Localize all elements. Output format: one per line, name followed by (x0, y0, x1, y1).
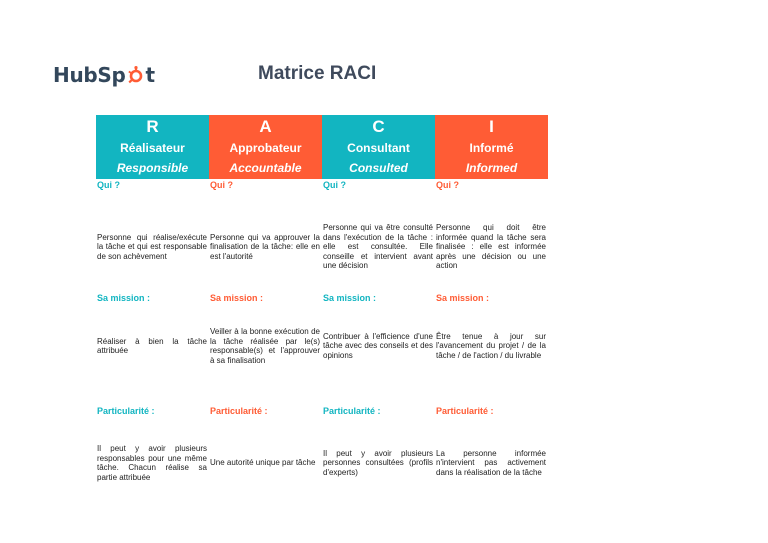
header-informed: I Informé Informed (435, 115, 548, 179)
special-text: Il peut y avoir plusieurs responsables p… (97, 444, 207, 482)
header-role-en: Accountable (229, 161, 302, 175)
column-consulted: Qui ? Personne qui va être consulté dans… (322, 179, 435, 489)
header-role-en: Consulted (349, 161, 408, 175)
header-consulted: C Consultant Consulted (322, 115, 435, 179)
special-text: Il peut y avoir plusieurs personnes cons… (323, 448, 433, 477)
who-text: Personne qui va approuver la finalisatio… (210, 232, 320, 261)
matrix-body: Qui ? Personne qui réalise/exécute la tâ… (96, 179, 548, 489)
who-label: Qui ? (97, 180, 120, 190)
special-label: Particularité : (323, 406, 381, 416)
column-responsible: Qui ? Personne qui réalise/exécute la tâ… (96, 179, 209, 489)
column-informed: Qui ? Personne qui doit être informée qu… (435, 179, 548, 489)
who-label: Qui ? (436, 180, 459, 190)
mission-label: Sa mission : (97, 293, 151, 303)
page-title: Matrice RACI (258, 63, 377, 84)
header-role-fr: Réalisateur (120, 141, 185, 155)
header-role-fr: Informé (469, 141, 514, 155)
matrix-header-row: R Réalisateur Responsible A Approbateur … (96, 115, 548, 179)
mission-label: Sa mission : (210, 293, 264, 303)
special-text: Une autorité unique par tâche (210, 458, 316, 468)
who-label: Qui ? (210, 180, 233, 190)
hubspot-logo: HubSp t (53, 63, 155, 87)
who-label: Qui ? (323, 180, 346, 190)
special-label: Particularité : (97, 406, 155, 416)
header-letter: A (259, 117, 272, 136)
mission-text: Réaliser à bien la tâche attribuée (97, 336, 207, 356)
header-accountable: A Approbateur Accountable (209, 115, 322, 179)
who-text: Personne qui va être consulté dans l'exé… (323, 223, 433, 271)
special-label: Particularité : (436, 406, 494, 416)
header-letter: R (146, 117, 159, 136)
special-label: Particularité : (210, 406, 268, 416)
raci-matrix: R Réalisateur Responsible A Approbateur … (96, 115, 548, 489)
header-role-fr: Consultant (347, 141, 410, 155)
mission-text: Être tenue à jour sur l'avancement du pr… (436, 331, 546, 360)
logo-text-end: t (145, 63, 156, 87)
who-text: Personne qui réalise/exécute la tâche et… (97, 232, 207, 261)
header-role-en: Informed (465, 161, 518, 175)
special-text: La personne informée n'intervient pas ac… (436, 448, 546, 477)
header-responsible: R Réalisateur Responsible (96, 115, 209, 179)
mission-label: Sa mission : (436, 293, 490, 303)
who-text: Personne qui doit être informée quand la… (436, 223, 546, 271)
mission-label: Sa mission : (323, 293, 377, 303)
logo-text-start: HubSp (53, 63, 126, 87)
mission-text: Contribuer à l'efficience d'une tâche av… (323, 331, 433, 360)
header-letter: I (489, 117, 494, 136)
sprocket-icon (127, 66, 142, 84)
column-accountable: Qui ? Personne qui va approuver la final… (209, 179, 322, 489)
header-letter: C (372, 117, 385, 136)
header-role-en: Responsible (116, 161, 189, 175)
header-role-fr: Approbateur (229, 141, 302, 155)
mission-text: Veiller à la bonne exécution de la tâche… (210, 327, 320, 365)
